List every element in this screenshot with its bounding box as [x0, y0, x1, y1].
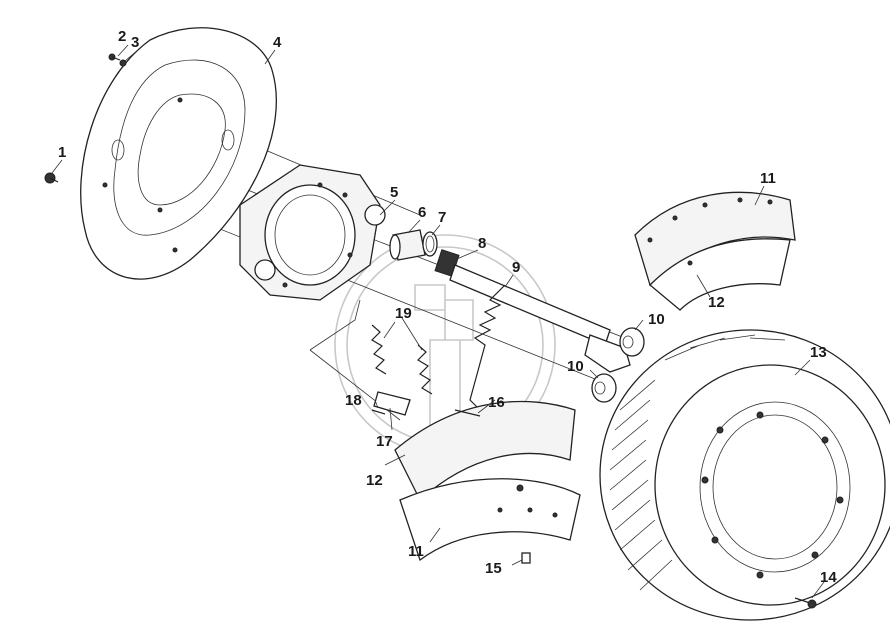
screw-2-icon	[108, 53, 121, 61]
callout-18: 18	[345, 392, 362, 409]
callout-14: 14	[820, 569, 837, 586]
callout-4: 4	[273, 34, 282, 51]
shoe-roller-10-upper	[619, 327, 645, 357]
bolt-1-icon	[44, 172, 59, 184]
rivet-15-icon	[521, 552, 531, 564]
callout-9: 9	[512, 259, 520, 276]
callout-6: 6	[418, 204, 426, 221]
callout-3: 3	[131, 34, 139, 51]
camshaft-bushing	[389, 229, 426, 261]
callout-1: 1	[58, 144, 66, 161]
return-spring-9	[469, 284, 506, 411]
callout-11-lower: 11	[408, 543, 424, 560]
shoe-spring-19	[371, 324, 433, 395]
callout-12-lower: 12	[366, 472, 383, 489]
callout-13: 13	[810, 344, 827, 361]
pin-16	[454, 409, 481, 417]
brake-shoe-upper	[634, 191, 796, 311]
brake-spider-bracket	[239, 164, 386, 301]
shoe-roller-10-lower	[591, 373, 617, 403]
callout-16: 16	[488, 394, 505, 411]
brake-camshaft	[434, 249, 631, 373]
callout-labels: 1 2 3 4 5 6 7 8 9 10 10 11 11 12 12 13 1…	[58, 28, 837, 586]
callout-2: 2	[118, 28, 126, 45]
callout-15: 15	[485, 560, 502, 577]
washer-3-icon	[119, 59, 127, 67]
callout-11-upper: 11	[760, 170, 776, 187]
callout-19: 19	[395, 305, 412, 322]
callout-12-upper: 12	[708, 294, 725, 311]
callout-8: 8	[478, 235, 486, 252]
leader-lines	[51, 44, 825, 599]
brake-shoe-lower	[394, 400, 581, 562]
callout-7: 7	[438, 209, 446, 226]
pin-18	[371, 409, 386, 415]
callout-5: 5	[390, 184, 398, 201]
callout-10-upper: 10	[648, 311, 665, 328]
brake-drum	[599, 329, 890, 621]
seal-ring	[422, 231, 438, 257]
anchor-pin-17	[373, 391, 411, 416]
backing-plate	[80, 27, 277, 280]
callout-17: 17	[376, 433, 393, 450]
callout-10-lower: 10	[567, 358, 584, 375]
drum-bolt-14-icon	[794, 597, 817, 609]
